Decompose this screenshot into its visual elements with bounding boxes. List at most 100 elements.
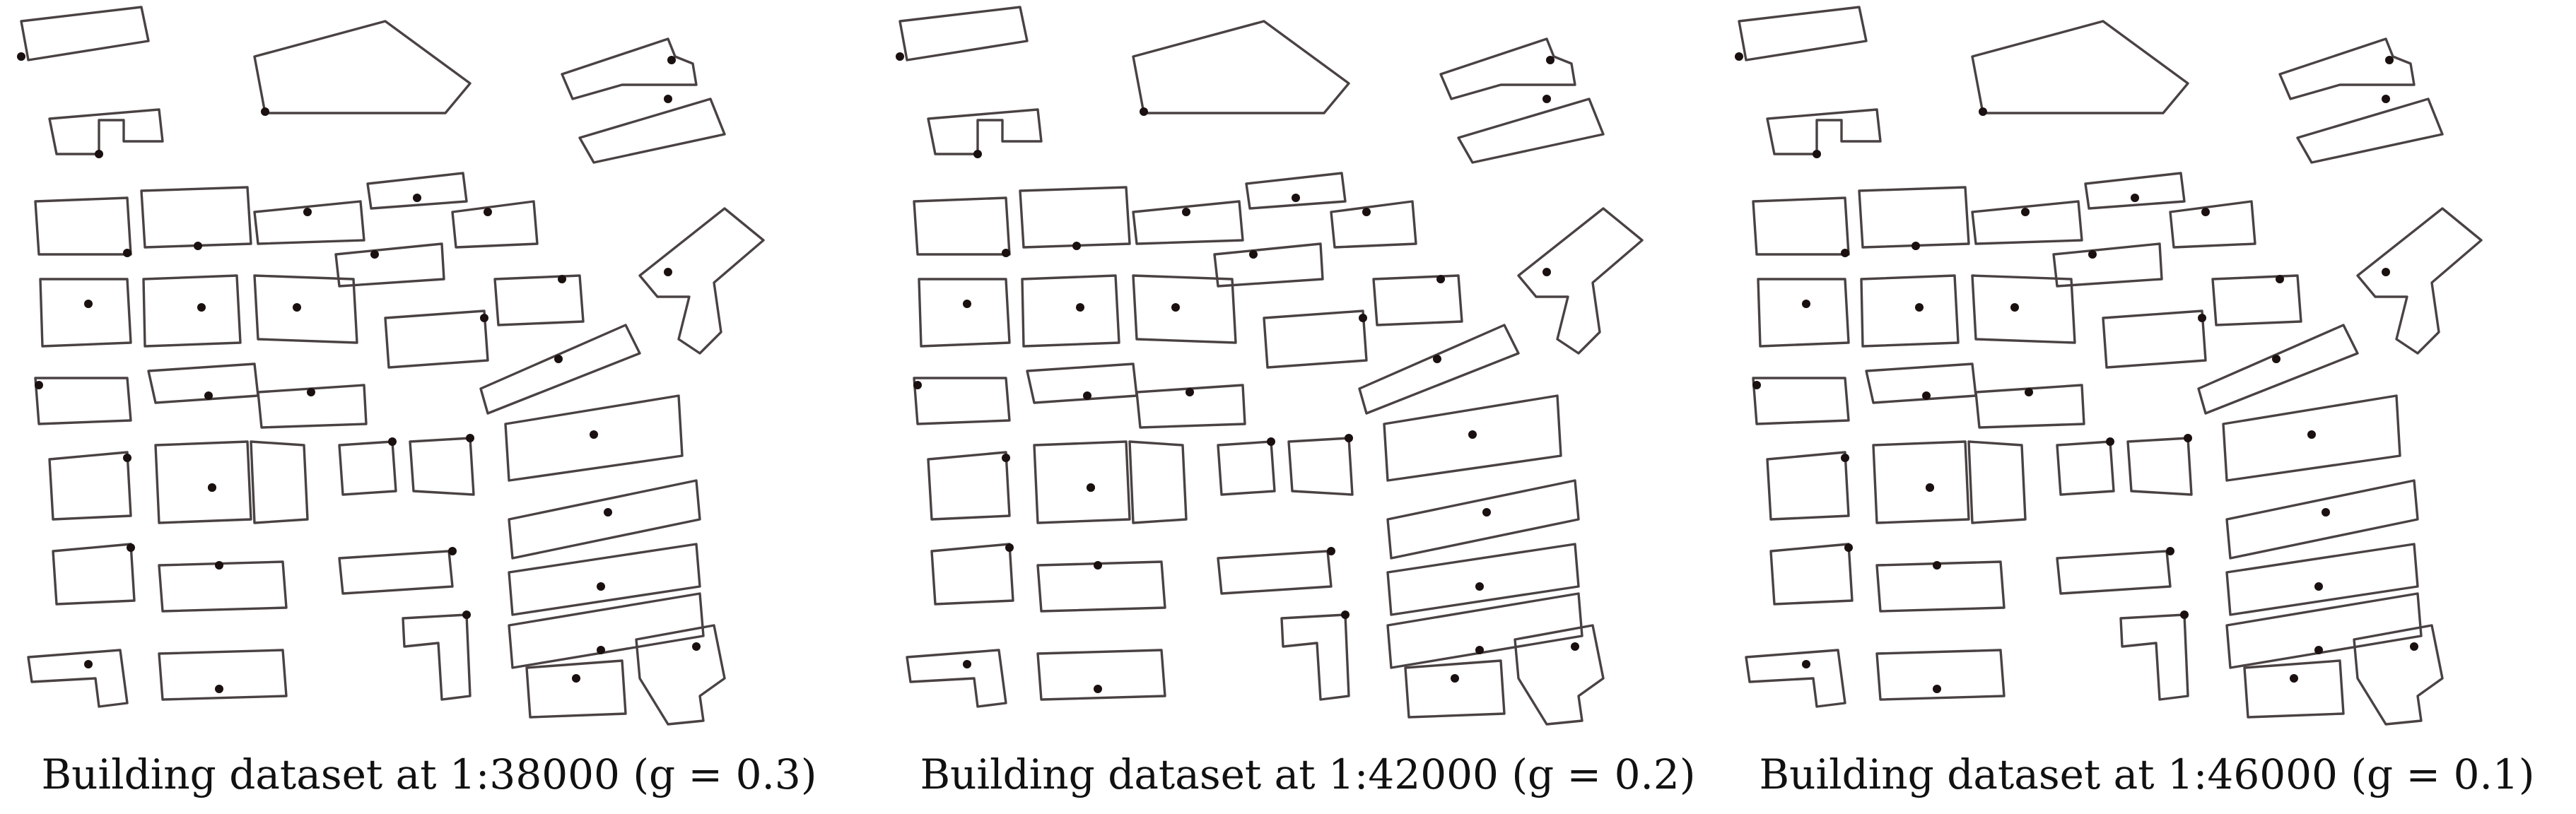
- building-outline: [1036, 649, 1166, 701]
- building-anchor-point: [303, 208, 312, 216]
- building-outline: [1245, 172, 1347, 210]
- building-anchor-point: [664, 95, 672, 103]
- building-anchor-point: [896, 52, 904, 61]
- building-outline: [1213, 242, 1324, 288]
- building-anchor-point: [208, 483, 216, 492]
- building-anchor-point: [1922, 391, 1931, 400]
- building-outline: [1457, 98, 1605, 164]
- building-outline: [1019, 186, 1131, 249]
- building-anchor-point: [2382, 268, 2390, 276]
- building-outline: [927, 108, 1043, 155]
- building-outline: [27, 649, 129, 708]
- building-outline: [1263, 309, 1368, 369]
- building-anchor-point: [1735, 52, 1743, 61]
- building-anchor-point: [1979, 107, 1987, 116]
- building-anchor-point: [572, 674, 580, 683]
- building-outline: [1514, 624, 1605, 726]
- building-anchor-point: [1292, 194, 1300, 202]
- building-anchor-point: [1362, 208, 1371, 216]
- building-outline: [1386, 479, 1580, 560]
- building-outline: [508, 592, 705, 669]
- building-anchor-point: [261, 107, 269, 116]
- building-outline: [451, 200, 539, 249]
- building-anchor-point: [1076, 303, 1084, 312]
- building-outline: [898, 6, 1029, 61]
- building-outline: [2197, 324, 2359, 415]
- building-anchor-point: [2385, 56, 2394, 64]
- building-outline: [1769, 543, 1854, 606]
- building-outline: [1383, 394, 1562, 482]
- building-anchor-point: [1571, 642, 1579, 651]
- building-anchor-point: [1542, 95, 1551, 103]
- building-anchor-point: [1267, 437, 1275, 446]
- building-outline: [508, 543, 701, 616]
- building-anchor-point: [388, 437, 397, 446]
- building-anchor-point: [2290, 674, 2298, 683]
- building-anchor-point: [1433, 355, 1441, 363]
- building-anchor-point: [84, 300, 93, 308]
- building-outline: [253, 20, 472, 114]
- building-anchor-point: [1933, 685, 1941, 693]
- building-outline: [2278, 37, 2416, 100]
- building-outline: [140, 186, 252, 249]
- building-anchor-point: [35, 381, 43, 389]
- building-outline: [1875, 560, 2006, 613]
- building-outline: [1132, 274, 1237, 344]
- building-outline: [1967, 440, 2027, 524]
- building-anchor-point: [1005, 543, 1014, 552]
- building-outline: [1865, 362, 1977, 404]
- building-anchor-point: [590, 430, 598, 439]
- building-outline: [2052, 242, 2163, 288]
- building-anchor-point: [973, 150, 982, 158]
- building-anchor-point: [484, 208, 492, 216]
- building-anchor-point: [963, 300, 971, 308]
- building-anchor-point: [1802, 300, 1810, 308]
- building-outline: [561, 37, 698, 100]
- building-anchor-point: [597, 646, 605, 654]
- building-anchor-point: [2010, 303, 2019, 312]
- building-outline: [2102, 309, 2207, 369]
- building-anchor-point: [664, 268, 672, 276]
- building-anchor-point: [1475, 582, 1484, 591]
- building-anchor-point: [913, 381, 922, 389]
- building-anchor-point: [554, 355, 563, 363]
- building-outline: [158, 560, 288, 613]
- building-outline: [1738, 6, 1868, 61]
- building-outline: [52, 543, 136, 606]
- building-outline: [2211, 274, 2302, 326]
- building-anchor-point: [2410, 642, 2418, 651]
- building-anchor-point: [194, 242, 202, 250]
- building-anchor-point: [123, 249, 131, 257]
- building-outline: [1372, 274, 1463, 326]
- building-map-2: [896, 6, 1644, 726]
- building-anchor-point: [1087, 483, 1095, 492]
- building-anchor-point: [2322, 508, 2330, 517]
- building-anchor-point: [2272, 355, 2281, 363]
- building-outline: [1752, 377, 1850, 425]
- building-outline: [2296, 98, 2444, 164]
- building-outline: [257, 384, 368, 429]
- building-anchor-point: [1327, 547, 1335, 555]
- building-outline: [2126, 437, 2193, 496]
- building-outline: [578, 98, 726, 164]
- building-anchor-point: [466, 434, 474, 442]
- building-outline: [1132, 20, 1350, 114]
- building-anchor-point: [1841, 454, 1849, 462]
- building-anchor-point: [1844, 543, 1853, 552]
- building-anchor-point: [204, 391, 213, 400]
- building-anchor-point: [127, 543, 135, 552]
- building-outline: [402, 613, 472, 701]
- building-outline: [1971, 20, 2189, 114]
- building-anchor-point: [1926, 483, 1934, 492]
- building-map-1: [17, 6, 765, 726]
- building-anchor-point: [17, 52, 25, 61]
- panel-1: Building dataset at 1:38000 (g = 0.3): [0, 0, 858, 814]
- building-anchor-point: [1933, 561, 1941, 570]
- building-outline: [1287, 437, 1354, 496]
- building-anchor-point: [1542, 268, 1551, 276]
- building-anchor-point: [95, 150, 103, 158]
- building-anchor-point: [1171, 303, 1180, 312]
- building-anchor-point: [1083, 391, 1091, 400]
- building-anchor-point: [1802, 660, 1810, 668]
- building-anchor-point: [1182, 208, 1190, 216]
